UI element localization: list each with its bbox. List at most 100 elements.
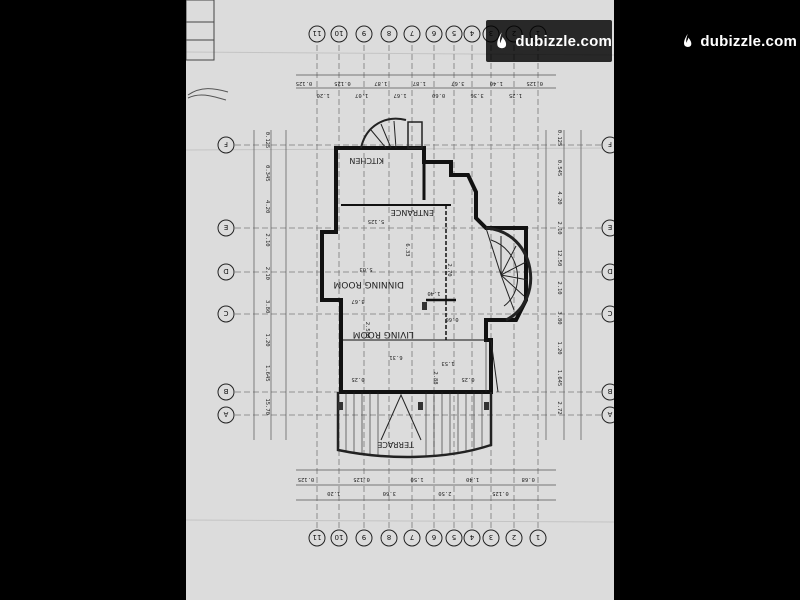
grid-row-marker: A [217,406,235,424]
grid-col-marker: 3 [482,529,500,547]
dubizzle-watermark: dubizzle.com [673,20,797,62]
dimension-value: 3.67 [351,298,364,304]
dimension-value: 4.20 [264,200,270,213]
grid-marker-label: D [607,267,612,275]
room-label-living: LIVING ROOM [353,329,414,339]
dimension-value: 3.80 [264,300,270,313]
dimension-value: 1.25 [509,92,522,98]
grid-col-marker: 5 [445,529,463,547]
floor-plan-drawing: KITCHEN ENTRANCE DINNING ROOM LIVING ROO… [186,0,614,547]
dubizzle-flame-logo-icon [684,33,692,47]
grid-col-marker: 9 [355,529,373,547]
grid-marker-label: 1 [536,533,540,541]
dimension-values-right: 0.1250.5454.202.1012.502.103.801.201.645… [556,130,562,415]
dimension-value: 2.72 [556,401,562,414]
grid-marker-label: 9 [362,29,366,37]
room-label-kitchen: KITCHEN [349,156,384,165]
grid-col-marker: 10 [330,529,348,547]
grid-row-marker: D [217,263,235,281]
grid-col-marker: 6 [425,25,443,43]
dimension-value: 1.07 [355,92,368,98]
grid-col-marker: 8 [380,25,398,43]
grid-col-marker: 11 [308,25,326,43]
dimension-value: 1.20 [327,490,340,496]
grid-marker-label: E [608,223,612,231]
dimension-value: 3.67 [451,80,464,86]
dimension-value: 0.345 [264,165,270,182]
grid-marker-label: 7 [410,29,414,37]
grid-marker-label: F [608,140,612,148]
grid-row-marker: B [217,383,235,401]
structural-columns [338,302,489,410]
grid-marker-label: 8 [387,29,391,37]
grid-col-marker: 6 [425,529,443,547]
grid-marker-label: 3 [489,533,493,541]
dimension-value: 0.60 [445,316,458,322]
dimension-value: 3.60 [383,490,396,496]
grid-marker-label: A [607,410,612,418]
watermark-text: dubizzle.com [515,32,612,50]
grid-row-marker: A [601,406,614,424]
dimension-value: 1.50 [410,476,423,482]
grid-marker-label: 4 [469,533,474,541]
dimension-value: 0.125 [296,80,313,86]
dimension-value: 1.40 [490,80,503,86]
entry-stair-arc [360,117,423,149]
spiral-staircase [485,226,533,322]
dimension-value: 1.20 [556,341,562,354]
grid-row-marker: F [601,136,614,154]
dimension-value: 3.80 [556,311,562,324]
dimension-value: 0.25 [461,376,474,382]
dimension-value: 5.125 [368,218,385,224]
grid-marker-label: E [224,223,228,231]
grid-marker-label: 11 [313,533,322,541]
grid-row-marker: D [601,263,614,281]
dimension-value: 2.88 [432,371,438,384]
dimension-value: 0.545 [556,160,562,177]
grid-col-marker: 11 [308,529,326,547]
dimension-value: 3.36 [470,92,483,98]
grid-col-marker: 8 [380,529,398,547]
grid-col-marker: 4 [463,25,481,43]
dimension-value: 0.125 [353,476,370,482]
dimension-value: 0.60 [432,92,445,98]
grid-lines-horizontal [226,144,606,416]
grid-marker-label: 10 [335,29,344,37]
dimension-values-top: 0.1251.200.1251.071.871.671.870.603.673.… [296,80,543,98]
dimension-value: 1.40 [427,290,440,296]
grid-marker-label: C [223,309,228,317]
grid-marker-label: A [223,410,228,418]
room-labels: KITCHEN ENTRANCE DINNING ROOM LIVING ROO… [334,156,434,449]
grid-marker-label: D [223,267,228,275]
dimension-lines [253,74,582,501]
dimension-value: 1.87 [374,80,387,86]
grid-marker-label: 2 [512,533,516,541]
dimension-value: 6.31 [389,354,402,360]
dimension-value: 0.25 [351,376,364,382]
grid-marker-label: 10 [335,533,344,541]
grid-row-marker: B [601,383,614,401]
dimension-value: 5.03 [359,266,372,272]
dimension-value: 1.67 [394,92,407,98]
grid-row-marker: E [217,219,235,237]
grid-marker-label: 8 [387,533,391,541]
dimension-value: 2.10 [556,281,562,294]
dimension-value: 2.10 [556,221,562,234]
grid-marker-label: B [607,387,612,395]
dimension-value: 2.500 [364,322,370,339]
dimension-value: 0.125 [334,80,351,86]
grid-col-marker: 2 [505,529,523,547]
dimension-value: 0.125 [556,130,562,147]
room-label-dining: DINNING ROOM [334,279,404,289]
dimension-value: 15.70 [264,398,270,415]
grid-marker-label: 4 [469,29,474,37]
grid-marker-label: B [223,387,228,395]
dimension-value: 1.645 [556,370,562,387]
dimension-value: 12.50 [556,250,562,267]
grid-marker-label: 5 [452,29,456,37]
dimension-value: 1.20 [264,333,270,346]
grid-marker-label: 6 [431,29,436,37]
